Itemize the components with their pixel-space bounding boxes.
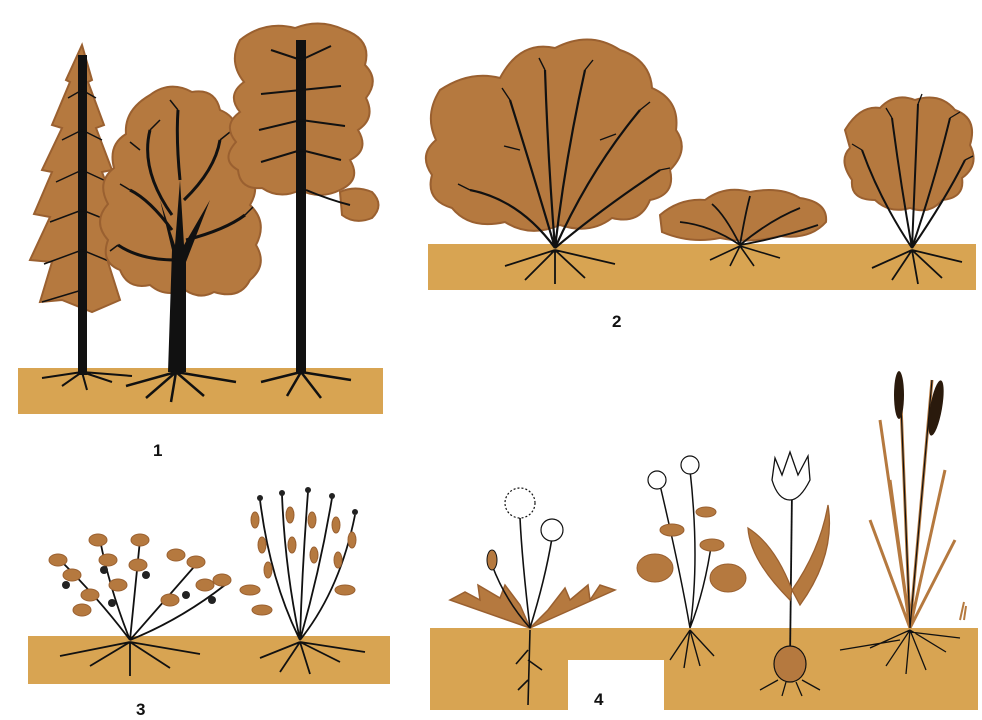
panel-2-shrubs	[426, 39, 976, 290]
soil-strip-2	[428, 244, 976, 290]
label-panel-4: 4	[594, 690, 603, 710]
panel-3-subshrubs	[28, 487, 390, 720]
label-panel-3: 3	[136, 700, 145, 720]
dandelion-seedhead	[505, 488, 535, 518]
tulip-flower	[772, 452, 810, 500]
spruce-trunk	[78, 55, 87, 375]
label-gap-4	[568, 660, 664, 720]
large-shrub-crown	[426, 39, 682, 230]
low-shrub-crown	[660, 190, 826, 241]
label-panel-2: 2	[612, 312, 621, 332]
panel-4-herbs	[430, 371, 978, 720]
tulip-leaves	[748, 505, 829, 605]
grass-spike-left	[894, 371, 904, 419]
label-gap-3	[96, 684, 306, 720]
tulip-bulb	[774, 646, 806, 682]
panel-1-trees	[18, 23, 383, 414]
label-panel-1: 1	[153, 441, 162, 461]
